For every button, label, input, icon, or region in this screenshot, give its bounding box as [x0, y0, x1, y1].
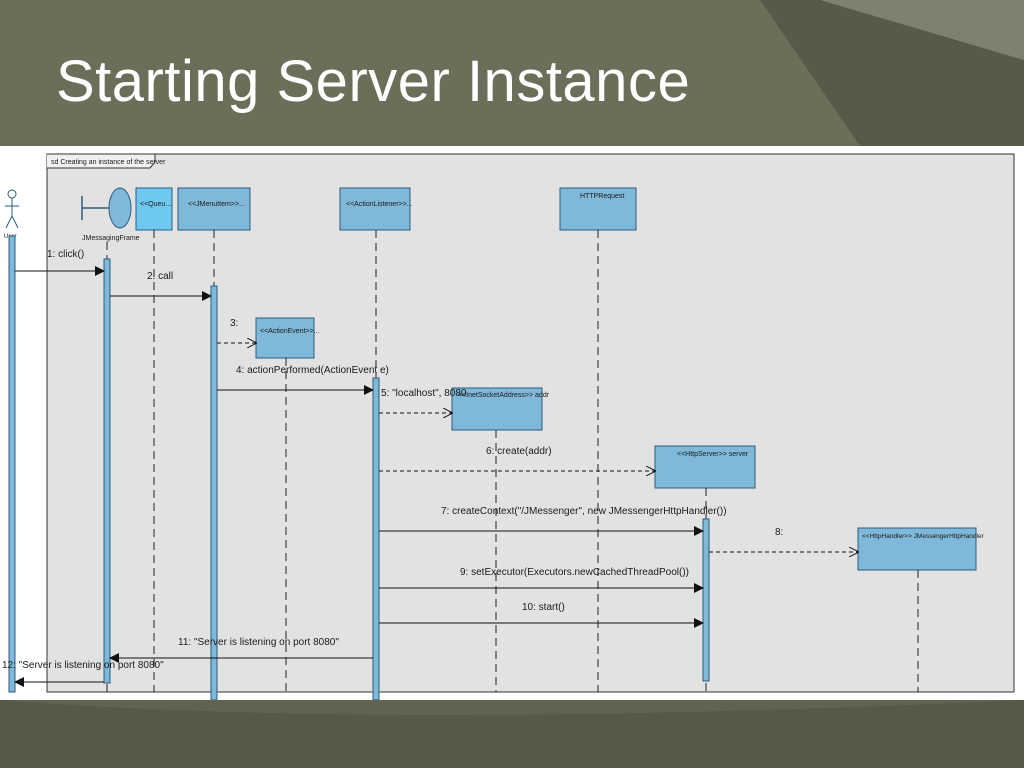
frame-label: sd Creating an instance of the server [51, 159, 166, 166]
message-7-label: 7: createContext("/JMessenger", new JMes… [441, 506, 727, 517]
message-5-label: 5: "localhost", 8080 [381, 388, 467, 399]
message-8: 8: [709, 527, 858, 552]
frame-label-tab [47, 153, 156, 169]
message-1: 1: click() [15, 249, 105, 276]
activation-jmessagingframe [103, 258, 111, 684]
lifeline-label-actionlistener: <<ActionListener>>... [346, 201, 413, 208]
lifeline-box-queue [135, 187, 173, 231]
message-6: 6: create(addr) [379, 446, 655, 471]
lifeline-label-inetsocketaddress: <<InetSocketAddress>> addr [458, 392, 550, 399]
jmessagingframe-boundary-icon [81, 187, 132, 229]
message-3: 3: [217, 318, 256, 343]
message-9: 9: setExecutor(Executors.newCachedThread… [379, 567, 704, 593]
activation-httpserver [702, 518, 710, 682]
lifeline-box-httprequest [559, 187, 637, 231]
lifeline-box-httphandler [857, 527, 977, 571]
message-8-label: 8: [775, 527, 783, 538]
message-11: 11: "Server is listening on port 8080" [109, 637, 373, 663]
lifeline-box-jmenuitem [177, 187, 251, 231]
message-12: 12: "Server is listening on port 8080" [2, 660, 164, 687]
message-4: 4: actionPerformed(ActionEvent e) [217, 365, 389, 395]
message-2-label: 2: call [147, 271, 173, 282]
lifeline-label-actionevent: <<ActionEvent>>... [260, 328, 320, 335]
message-4-label: 4: actionPerformed(ActionEvent e) [236, 365, 389, 376]
message-12-label: 12: "Server is listening on port 8080" [2, 660, 164, 671]
message-2: 2: call [110, 271, 212, 301]
lifeline-label-queue: <<Queu... [140, 201, 171, 208]
message-6-label: 6: create(addr) [486, 446, 552, 457]
lifeline-label-httpserver: <<HttpServer>> server [677, 451, 749, 458]
lifeline-label-httphandler: <<HttpHandler>> JMessengerHttpHandler [862, 533, 985, 540]
message-10: 10: start() [379, 602, 704, 628]
message-9-label: 9: setExecutor(Executors.newCachedThread… [460, 567, 689, 578]
message-3-label: 3: [230, 318, 238, 329]
message-10-label: 10: start() [522, 602, 565, 613]
activation-actionlistener [372, 377, 380, 700]
message-7: 7: createContext("/JMessenger", new JMes… [379, 506, 727, 536]
lifeline-box-actionevent [255, 317, 315, 359]
user-activation [8, 235, 16, 693]
lifeline-box-httpserver [654, 445, 756, 489]
message-5: 5: "localhost", 8080 [379, 388, 467, 413]
message-1-label: 1: click() [47, 249, 84, 260]
lifeline-label-jmenuitem: <<JMenuItem>>... [188, 201, 245, 208]
message-11-label: 11: "Server is listening on port 8080" [178, 637, 339, 648]
lifeline-label-httprequest: HTTPRequest [580, 193, 624, 200]
lifeline-box-actionlistener [339, 187, 411, 231]
slide-title: Starting Server Instance [56, 49, 691, 114]
lifeline-label-jmessagingframe: JMessagingFrame [82, 235, 140, 242]
activation-jmenuitem [210, 285, 218, 700]
sequence-diagram: sd Creating an instance of the server Us… [0, 146, 1024, 700]
